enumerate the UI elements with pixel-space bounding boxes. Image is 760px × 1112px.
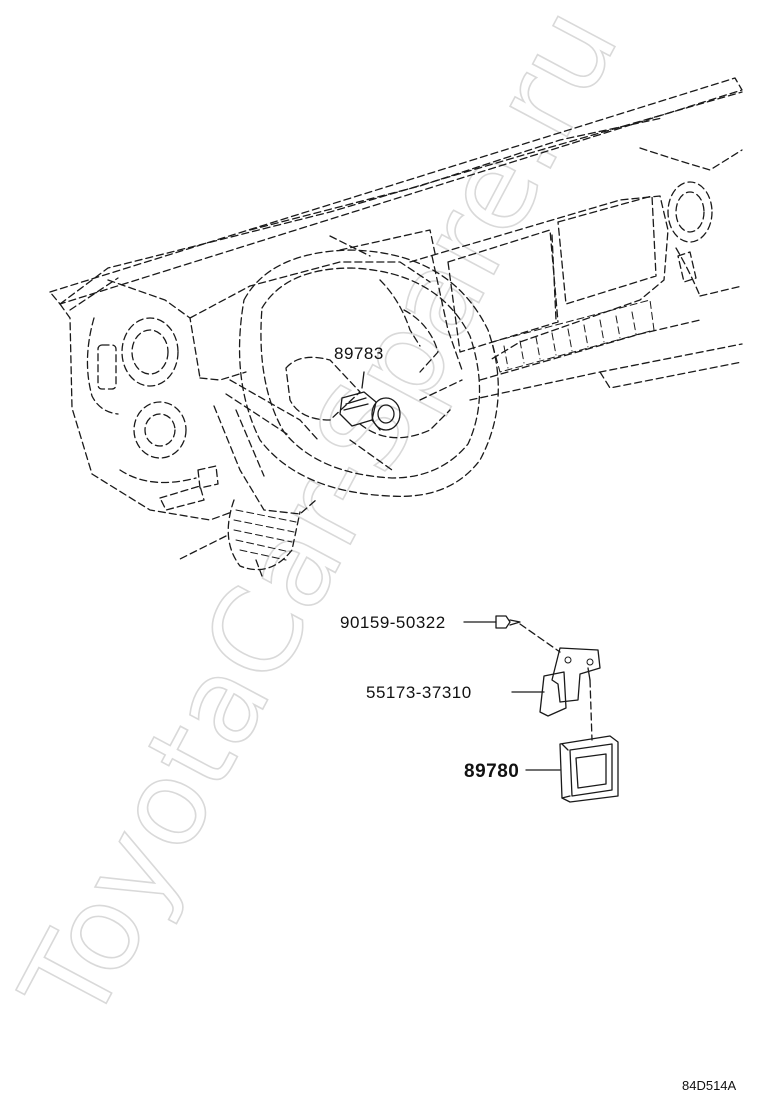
steering-sensor-part bbox=[339, 371, 401, 431]
control-unit-part bbox=[525, 735, 619, 803]
screw-part bbox=[463, 615, 561, 653]
label-89780: 89780 bbox=[464, 761, 519, 782]
diagram-code: 84D514A bbox=[682, 1078, 737, 1093]
steering-wheel-outline bbox=[177, 249, 499, 577]
label-90159-50322: 90159-50322 bbox=[340, 613, 446, 632]
label-55173-37310: 55173-37310 bbox=[366, 683, 472, 702]
bracket-part bbox=[511, 647, 601, 741]
dashboard-outline bbox=[49, 77, 743, 521]
watermark-text: ToyotaCar-Spare.ru bbox=[0, 0, 645, 1045]
label-89783: 89783 bbox=[334, 344, 384, 363]
